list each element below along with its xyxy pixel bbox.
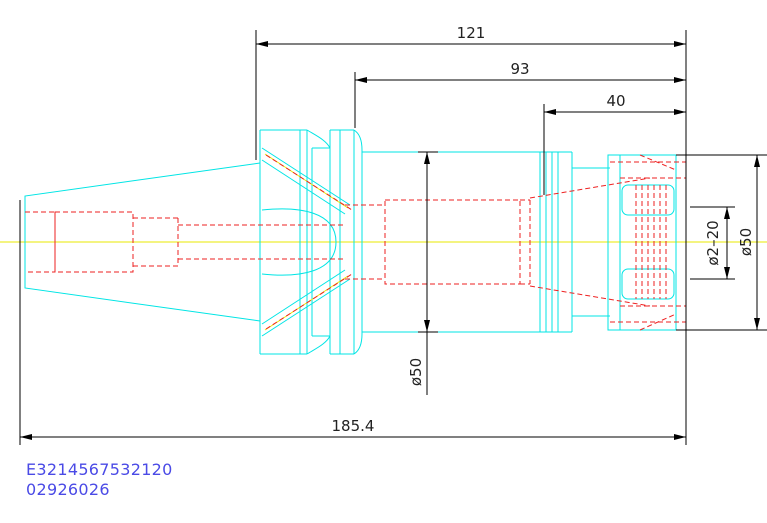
part-code: E3214567532120	[26, 460, 173, 479]
dim-dia-nut: ø50	[676, 154, 767, 331]
taper-shank	[24, 162, 261, 322]
dim-dia-nut-label: ø50	[737, 228, 755, 256]
dim-collet-range: ø2–20	[690, 206, 735, 280]
serial-number: 02926026	[26, 480, 110, 499]
dim-collet-range-label: ø2–20	[704, 220, 722, 265]
dim-dia-body: ø50	[407, 151, 438, 395]
dim-185-4-label: 185.4	[332, 417, 375, 435]
dim-40: 40	[543, 92, 686, 195]
internal-bore	[25, 154, 686, 331]
flange	[259, 129, 363, 355]
dim-93-label: 93	[510, 60, 529, 78]
dim-93: 93	[354, 60, 686, 128]
dim-dia-body-label: ø50	[407, 358, 425, 386]
dim-121-label: 121	[457, 24, 486, 42]
dim-40-label: 40	[606, 92, 625, 110]
dim-185-4: 185.4	[19, 200, 686, 445]
dim-121: 121	[255, 24, 686, 160]
body	[361, 150, 610, 334]
